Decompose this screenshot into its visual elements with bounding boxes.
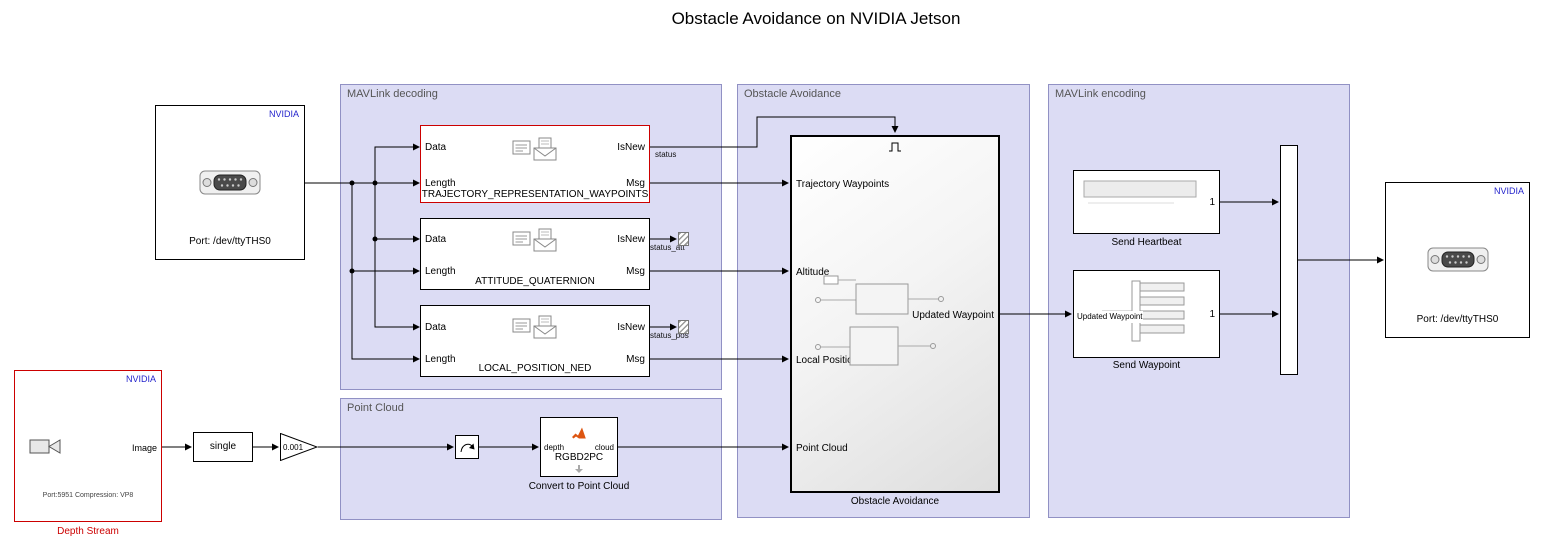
port-in-data: Data xyxy=(425,142,447,153)
wire xyxy=(351,183,420,363)
area-label: Point Cloud xyxy=(347,402,404,414)
block-caption: Send Waypoint xyxy=(1112,360,1181,371)
port-out-updated-waypoint: Updated Waypoint xyxy=(912,310,994,321)
data-type-conversion-block[interactable]: single xyxy=(193,432,253,462)
serial-receive-block[interactable]: NVIDIA Port: /dev/ttyTHS0 xyxy=(155,105,305,260)
decoder-block-attitude[interactable]: Data Length IsNew Msg ATTITUDE_QUATERNIO… xyxy=(420,218,650,290)
rgbd2pc-block[interactable]: depth cloud RGBD2PC xyxy=(540,417,618,477)
decoder-block-local-position[interactable]: Data Length IsNew Msg LOCAL_POSITION_NED xyxy=(420,305,650,377)
port-out-1: 1 xyxy=(1209,309,1215,320)
block-caption: Send Heartbeat xyxy=(1111,237,1182,248)
gain-value: 0.001 xyxy=(283,443,304,452)
model-title: Obstacle Avoidance on NVIDIA Jetson xyxy=(671,9,961,28)
signal-label-status-att: status_att xyxy=(650,243,685,252)
port-in-data: Data xyxy=(425,322,447,333)
serial-send-block[interactable]: NVIDIA Port: /dev/ttyTHS0 xyxy=(1385,182,1530,338)
serial-port-label: Port: /dev/ttyTHS0 xyxy=(189,236,271,247)
port-in-data: Data xyxy=(425,234,447,245)
nvidia-brand-label: NVIDIA xyxy=(125,374,156,384)
db9-connector-icon xyxy=(1427,247,1488,272)
port-out-msg: Msg xyxy=(626,266,645,277)
port-in-depth: depth xyxy=(544,443,565,452)
block-name: LOCAL_POSITION_NED xyxy=(478,363,592,374)
serial-port-label: Port: /dev/ttyTHS0 xyxy=(1416,314,1499,325)
block-caption: Obstacle Avoidance xyxy=(850,496,940,507)
point-cloud-area[interactable]: Point Cloud xyxy=(340,398,722,520)
signal-label-status: status xyxy=(655,150,677,159)
mux-block[interactable] xyxy=(1280,145,1298,375)
decode-message-icon xyxy=(512,137,557,161)
port-in-length: Length xyxy=(425,178,456,189)
port-out-1: 1 xyxy=(1209,197,1215,208)
decode-message-icon xyxy=(512,228,557,252)
port-out-isnew: IsNew xyxy=(617,322,645,333)
port-out-cloud: cloud xyxy=(594,443,614,452)
nvidia-brand-label: NVIDIA xyxy=(1493,186,1524,196)
wire-status-trigger xyxy=(650,116,899,148)
port-in-altitude: Altitude xyxy=(796,267,830,278)
decode-message-icon xyxy=(512,315,557,339)
area-label: Obstacle Avoidance xyxy=(744,88,842,100)
matlab-logo-icon xyxy=(572,427,586,439)
nvidia-brand-label: NVIDIA xyxy=(268,109,299,119)
subsystem-preview xyxy=(1083,180,1197,204)
down-arrow-icon xyxy=(575,465,583,473)
wire xyxy=(374,183,420,331)
port-in-length: Length xyxy=(425,266,456,277)
decoder-block-trajectory[interactable]: Data Length IsNew Msg TRAJECTORY_REPRESE… xyxy=(420,125,650,203)
port-out-image: Image xyxy=(131,443,157,453)
stream-info-text: Port:5951 Compression: VP8 xyxy=(42,492,134,499)
port-in-point-cloud: Point Cloud xyxy=(796,443,848,454)
subsystem-preview xyxy=(815,275,944,366)
terminator-icon[interactable] xyxy=(678,232,689,246)
block-name: TRAJECTORY_REPRESENTATION_WAYPOINTS xyxy=(421,189,649,200)
depth-stream-block[interactable]: NVIDIA Image Port:5951 Compression: VP8 xyxy=(14,370,162,522)
block-caption: Convert to Point Cloud xyxy=(528,481,630,492)
gain-block[interactable]: 0.001 xyxy=(280,433,318,461)
trigger-pulse-icon xyxy=(889,142,901,152)
area-label: MAVLink encoding xyxy=(1055,88,1146,100)
port-in-updated-waypoint: Updated Waypoint xyxy=(1077,311,1143,323)
db9-connector-icon xyxy=(199,170,261,195)
signal-label-status-pos: status_pos xyxy=(650,331,689,340)
wire xyxy=(374,143,420,183)
port-out-msg: Msg xyxy=(626,178,645,189)
camera-icon xyxy=(29,439,61,454)
port-in-trajectory-waypoints: Trajectory Waypoints xyxy=(796,179,890,190)
block-caption: Depth Stream xyxy=(57,526,119,537)
port-out-isnew: IsNew xyxy=(617,234,645,245)
block-name: ATTITUDE_QUATERNION xyxy=(475,276,595,287)
curved-arrow-icon xyxy=(460,443,475,453)
obstacle-avoidance-block[interactable]: Trajectory Waypoints Altitude Local Posi… xyxy=(790,135,1000,493)
block-name: RGBD2PC xyxy=(554,452,604,463)
port-in-local-position: Local Position xyxy=(796,355,859,366)
wires xyxy=(162,116,1384,451)
rate-transition-block[interactable] xyxy=(455,435,479,459)
port-out-msg: Msg xyxy=(626,354,645,365)
area-label: MAVLink decoding xyxy=(347,88,438,100)
terminator-icon[interactable] xyxy=(678,320,689,334)
junction-dots xyxy=(349,180,378,274)
port-out-isnew: IsNew xyxy=(617,142,645,153)
send-heartbeat-block[interactable]: 1 xyxy=(1073,170,1220,234)
port-in-length: Length xyxy=(425,354,456,365)
send-waypoint-block[interactable]: Updated Waypoint 1 xyxy=(1073,270,1220,358)
